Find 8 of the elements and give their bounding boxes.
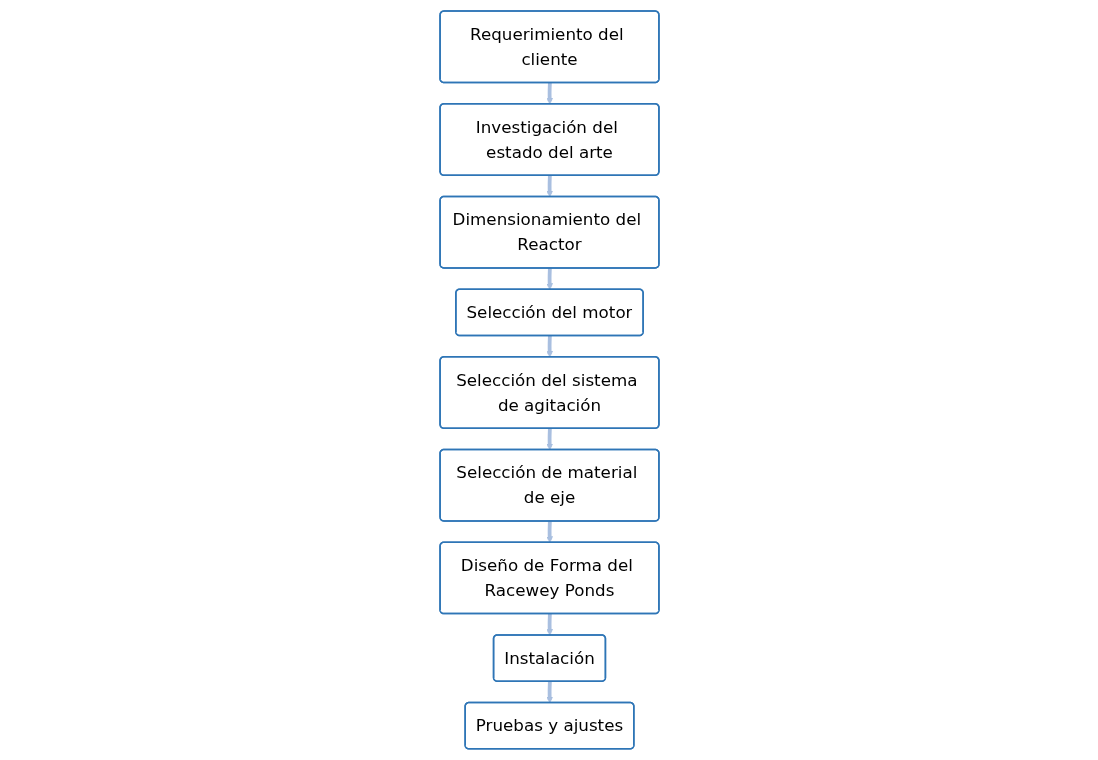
arrow xyxy=(545,82,553,105)
arrow xyxy=(545,268,553,290)
arrow xyxy=(545,681,553,704)
arrow xyxy=(545,175,553,198)
arrow xyxy=(545,521,553,543)
arrow xyxy=(545,428,553,451)
arrow xyxy=(545,613,553,636)
arrow xyxy=(545,335,553,358)
